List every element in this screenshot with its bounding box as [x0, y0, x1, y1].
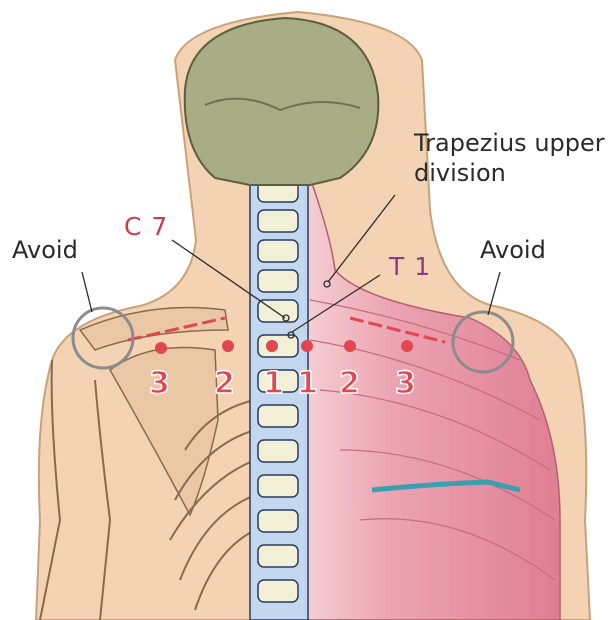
- point-number-left-3: 3: [149, 366, 170, 401]
- point-dot-right-3: [401, 340, 413, 352]
- avoid-label-left: Avoid: [12, 236, 78, 264]
- point-dot-left-2: [222, 340, 234, 352]
- point-dot-right-2: [344, 340, 356, 352]
- point-number-left-1: 1: [263, 366, 284, 401]
- point-number-right-2: 2: [339, 366, 360, 401]
- point-number-right-1: 1: [297, 366, 318, 401]
- point-dot-left-1: [266, 340, 278, 352]
- t1-label: T 1: [389, 252, 431, 281]
- c7-label: C 7: [124, 212, 168, 241]
- point-dot-right-1: [301, 340, 313, 352]
- point-dot-left-3: [155, 342, 167, 354]
- point-number-right-3: 3: [395, 366, 416, 401]
- trapezius-label: Trapezius upper division: [414, 128, 605, 188]
- avoid-label-right: Avoid: [480, 236, 546, 264]
- point-number-left-2: 2: [214, 366, 235, 401]
